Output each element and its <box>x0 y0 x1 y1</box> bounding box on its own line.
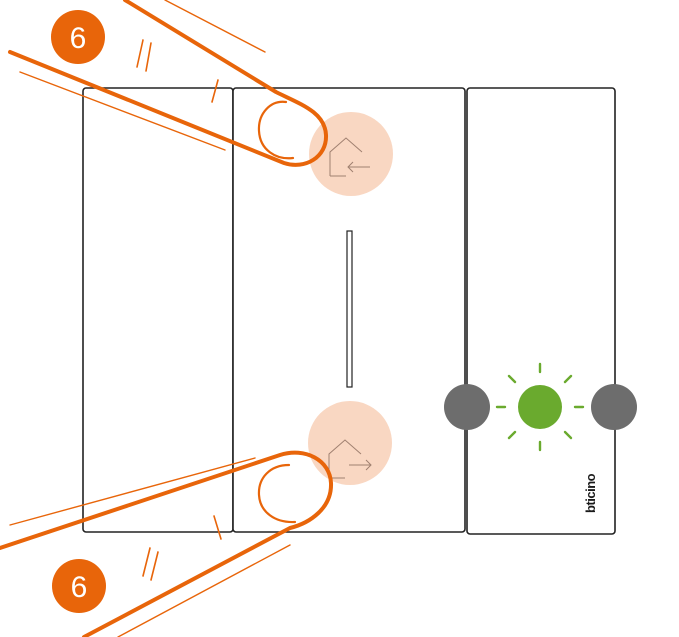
lower-press-highlight <box>308 401 392 485</box>
rocker-slot <box>346 230 353 388</box>
status-led-icon <box>495 362 585 452</box>
house-arrow-left-icon[interactable] <box>329 137 370 177</box>
right-indicator-dot <box>591 384 637 430</box>
top-finger <box>8 0 329 167</box>
svg-text:6: 6 <box>70 22 87 55</box>
brand-logo: bticino <box>583 473 598 513</box>
left-indicator-dot <box>444 384 490 430</box>
step-badge-bottom: 6 <box>52 559 106 613</box>
device-faceplate <box>82 87 616 535</box>
step-badge-top: 6 <box>51 10 105 64</box>
left-panel <box>82 87 234 533</box>
bottom-finger <box>0 450 334 637</box>
right-module <box>466 87 616 535</box>
svg-text:6: 6 <box>71 571 88 604</box>
